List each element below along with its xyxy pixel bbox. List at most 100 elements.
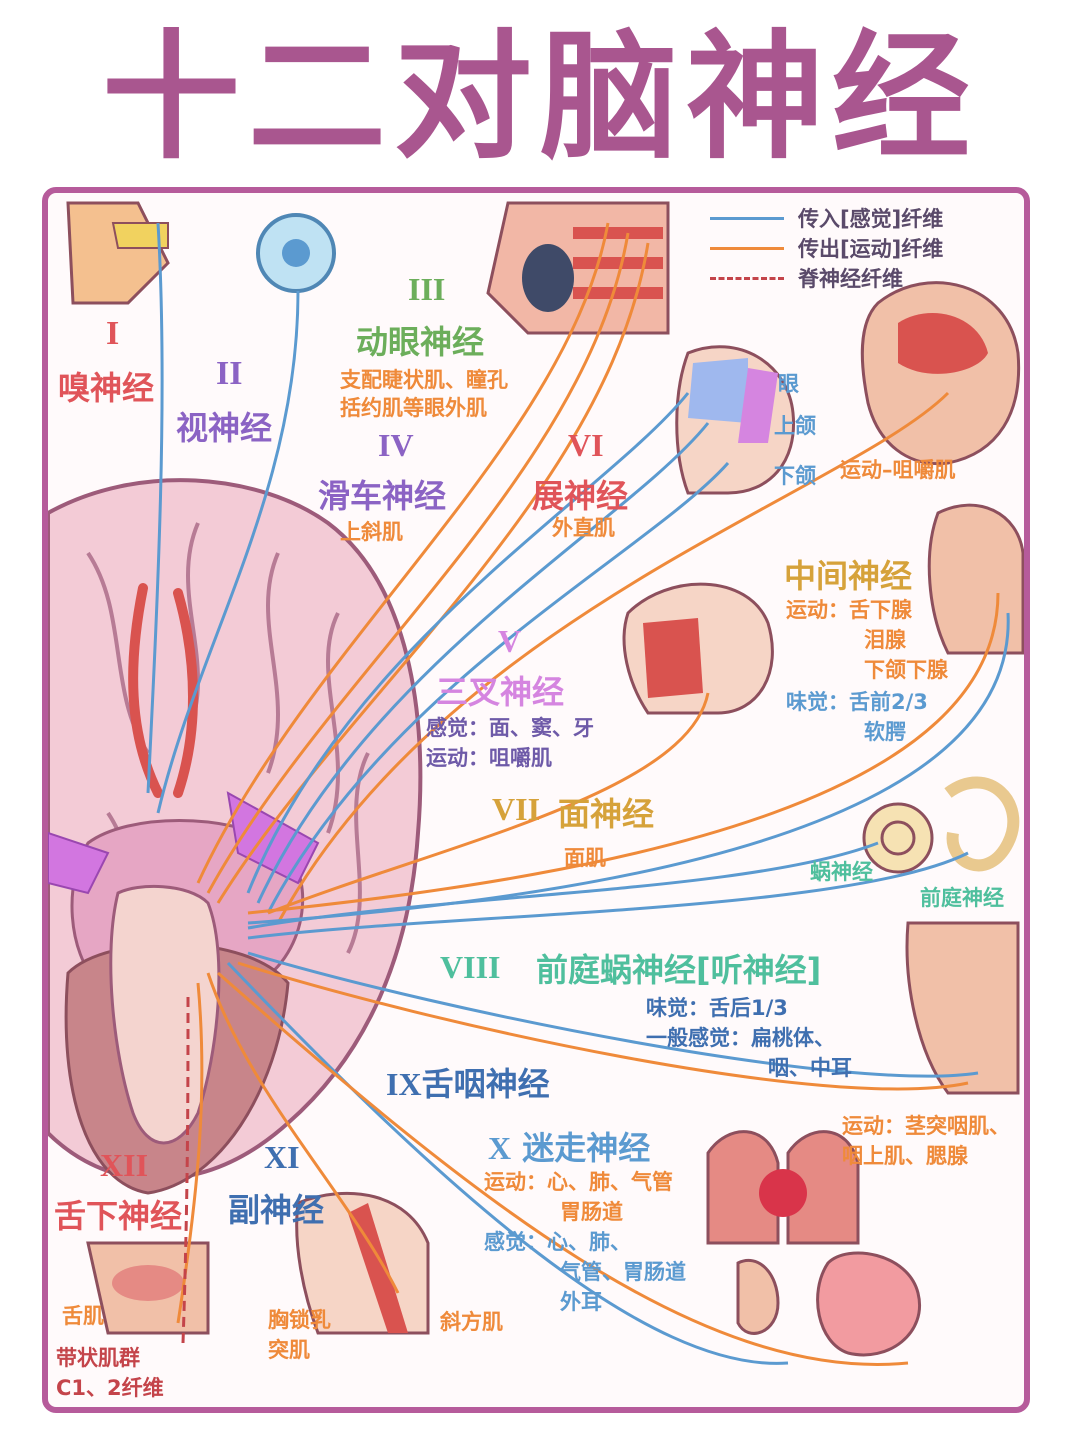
vestibular-nerve-path xyxy=(247,851,969,940)
glossopharyngeal-path xyxy=(247,951,979,1078)
nerve-10-desc-4: 气管、胃肠道 xyxy=(560,1260,686,1284)
nerve-7-roman: VII xyxy=(492,791,541,827)
nerve-9-motor-1: 运动：茎突咽肌、 xyxy=(842,1114,1010,1138)
nerve-5-desc-2: 运动：咀嚼肌 xyxy=(426,746,552,770)
masticatory-motor-path xyxy=(276,391,950,924)
nerve-12-name: 舌下神经 xyxy=(54,1197,183,1235)
nerve-8-name: 前庭蜗神经[听神经] xyxy=(536,951,822,989)
trapezius-label: 斜方肌 xyxy=(440,1310,503,1334)
nerve-4-roman: IV xyxy=(378,427,414,463)
face-trigeminal-illustration xyxy=(675,345,796,495)
trigeminal-maxillary-path xyxy=(256,422,710,904)
vagus-motor-path xyxy=(217,971,909,1366)
nerve-5-name: 三叉神经 xyxy=(436,673,565,711)
nerve-10-roman: X xyxy=(488,1130,512,1166)
spinal-line-swatch xyxy=(710,276,784,280)
trigeminal-mandibular-path xyxy=(266,462,730,914)
nerve-3-roman: III xyxy=(408,271,446,307)
tongue-muscle-label: 舌肌 xyxy=(62,1304,104,1328)
nerve-10-desc-1: 运动：心、肺、气管 xyxy=(484,1170,673,1194)
diagram-frame: 传入[感觉]纤维 传出[运动]纤维 脊神经纤维 I 嗅神经 II 视神经 III… xyxy=(42,187,1030,1413)
legend-efferent-label: 传出[运动]纤维 xyxy=(798,237,944,261)
nerve-6-roman: VI xyxy=(568,427,604,463)
page-title: 十二对脑神经 xyxy=(101,17,978,178)
efferent-line-swatch xyxy=(710,246,784,250)
nerve-4-name: 滑车神经 xyxy=(318,477,447,515)
afferent-line-swatch xyxy=(710,216,784,220)
glossopharyngeal-motor-path xyxy=(237,961,969,1091)
nerve-10-name: 迷走神经 xyxy=(522,1129,651,1167)
oculomotor-nerve-path xyxy=(196,222,610,884)
intermediate-motor-1: 运动：舌下腺 xyxy=(786,598,912,622)
nerve-11-roman: XI xyxy=(264,1139,300,1175)
trigeminal-ophthalmic-path xyxy=(246,392,690,894)
nerve-9-desc-3: 咽、中耳 xyxy=(768,1056,852,1080)
nerve-1-name: 嗅神经 xyxy=(58,369,155,407)
nerve-12-roman: XII xyxy=(100,1147,149,1183)
sternocleidomastoid-label-1: 胸锁乳 xyxy=(268,1308,331,1332)
nerve-11-name: 副神经 xyxy=(228,1191,325,1229)
facial-nerve-path xyxy=(267,692,710,915)
trochlear-nerve-path xyxy=(206,232,630,894)
nerve-10-desc-2: 胃肠道 xyxy=(560,1200,623,1224)
intermediate-taste-1: 味觉：舌前2/3 xyxy=(786,690,928,714)
nerve-6-desc-1: 外直肌 xyxy=(552,516,615,540)
nerve-7-name: 面神经 xyxy=(558,795,655,833)
nerve-10-desc-5: 外耳 xyxy=(560,1290,602,1314)
eyeball-illustration xyxy=(256,213,336,293)
throat-section-illustration xyxy=(905,921,1020,1095)
intermediate-motor-path xyxy=(247,592,1000,915)
spinal-fibers-path xyxy=(181,992,190,1344)
nerve-2-roman: II xyxy=(216,355,243,392)
legend-efferent: 传出[运动]纤维 xyxy=(710,233,943,263)
organs-illustration xyxy=(706,1130,921,1357)
nerve-9-name-group: IX舌咽神经 xyxy=(386,1059,550,1105)
legend-spinal-label: 脊神经纤维 xyxy=(798,267,903,291)
c1-c2-fibers-label: C1、2纤维 xyxy=(56,1376,164,1400)
nerve-9-desc-2: 一般感觉：扁桃体、 xyxy=(646,1026,835,1050)
nerve-paths xyxy=(146,222,1010,1366)
masticatory-motor-label: 运动–咀嚼肌 xyxy=(840,458,956,482)
vestibular-nerve-label: 前庭神经 xyxy=(920,886,1004,910)
nerve-8-roman: VIII xyxy=(440,949,501,985)
cochlear-nerve-label: 蜗神经 xyxy=(810,860,873,884)
strap-muscles-label: 带状肌群 xyxy=(56,1346,140,1370)
nerve-9-roman: IX xyxy=(386,1066,422,1102)
nerve-9-name: 舌咽神经 xyxy=(421,1065,550,1103)
brain-illustration xyxy=(48,478,423,1195)
nerve-3-desc-2: 括约肌等眼外肌 xyxy=(340,396,487,420)
nerve-1-roman: I xyxy=(106,315,120,352)
legend-afferent-label: 传入[感觉]纤维 xyxy=(798,207,944,231)
vagus-path xyxy=(226,961,789,1365)
tongue-section-illustration xyxy=(86,1241,210,1335)
legend-spinal: 脊神经纤维 xyxy=(710,263,903,293)
inner-ear-illustration xyxy=(862,776,1020,874)
nerve-9-desc-1: 味觉：舌后1/3 xyxy=(646,996,788,1020)
nerve-5-roman: V xyxy=(498,623,522,659)
skull-illustration xyxy=(860,281,1021,466)
nerve-9-motor-2: 咽上肌、腮腺 xyxy=(842,1144,968,1168)
nerve-10-desc-3: 感觉：心、肺、 xyxy=(484,1230,631,1254)
sternocleidomastoid-label-2: 突肌 xyxy=(268,1338,310,1362)
trigeminal-branch-maxilla: 上颌 xyxy=(774,414,816,438)
optic-nerve-path xyxy=(156,290,300,814)
nerve-7-desc-1: 面肌 xyxy=(564,846,606,870)
nerve-3-desc-1: 支配睫状肌、瞳孔 xyxy=(340,368,508,392)
nose-illustration xyxy=(66,201,170,305)
nerve-4-desc-1: 上斜肌 xyxy=(340,520,403,544)
nerve-5-desc-1: 感觉：面、窦、牙 xyxy=(426,716,594,740)
cochlear-nerve-path xyxy=(247,841,879,930)
nerve-3-name: 动眼神经 xyxy=(356,323,485,361)
accessory-nerve-path xyxy=(206,972,400,1294)
nerve-2-name: 视神经 xyxy=(176,409,273,447)
nerve-10-name-group: X 迷走神经 xyxy=(488,1123,650,1169)
orbit-muscles-illustration xyxy=(486,201,670,335)
trigeminal-branch-mandible: 下颌 xyxy=(774,464,816,488)
intermediate-motor-2: 泪腺 xyxy=(864,628,906,652)
nerve-6-name: 展神经 xyxy=(532,477,629,515)
cranial-nerve-illustration xyxy=(48,201,1024,1366)
intermediate-motor-3: 下颌下腺 xyxy=(864,658,948,682)
intermediate-taste-2: 软腭 xyxy=(864,720,906,744)
abducens-nerve-path xyxy=(216,242,650,904)
olfactory-nerve-path xyxy=(146,222,164,794)
